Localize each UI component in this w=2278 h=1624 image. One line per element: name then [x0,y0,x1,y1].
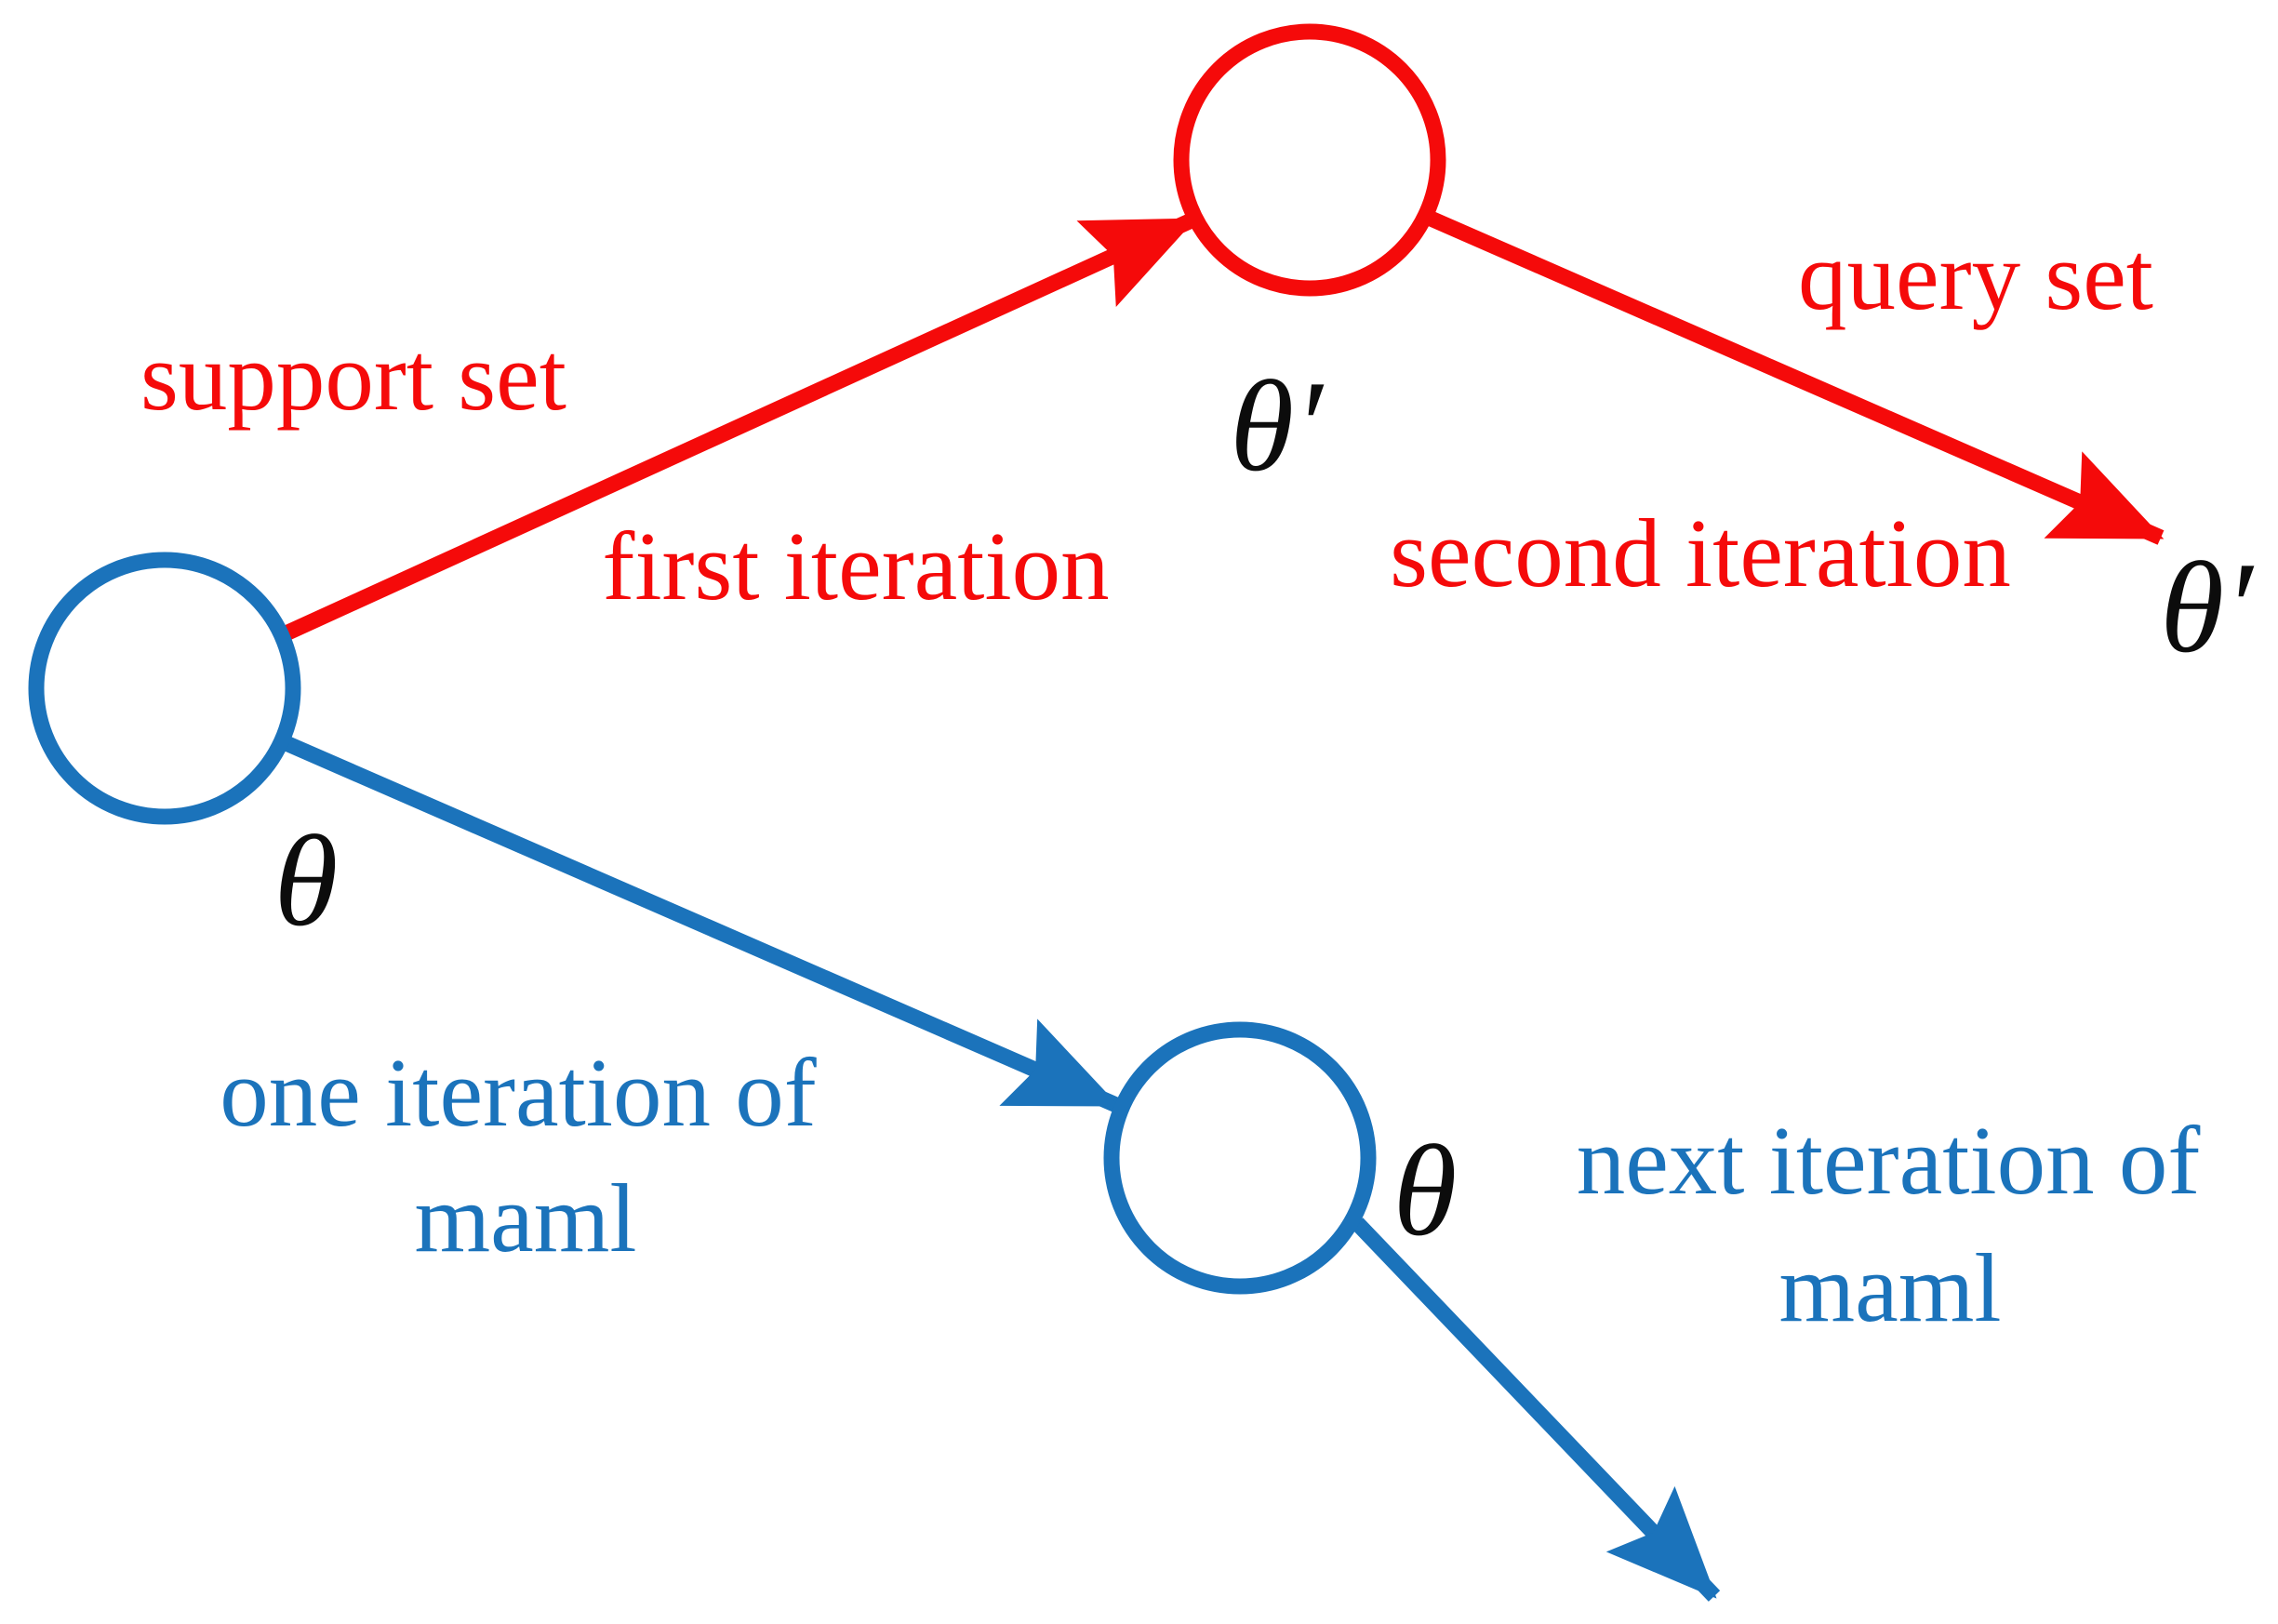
next-iteration-label-line2: maml [1778,1233,2001,1342]
first-iteration-label: first iteration [602,512,1109,620]
one-iteration-arrow [278,734,1120,1112]
initial-theta-node [28,552,301,825]
next-theta-node [1103,1021,1377,1295]
next-iteration-label-line1: next iteration of [1577,1106,2201,1215]
adapted-theta-node [1173,23,1446,297]
one-iteration-label-line1: one iteration of [220,1038,816,1147]
query-set-arrow [1425,210,2165,545]
theta-prime-label-final: θ′ [2160,536,2255,680]
next-iteration-arrow [1351,1218,1721,1602]
one-iteration-label-line2: maml [414,1164,636,1272]
theta-label-initial: θ [274,809,339,953]
query-set-label: query set [1798,221,2153,330]
support-set-arrow [278,212,1197,643]
theta-label-next: θ [1393,1119,1458,1263]
support-set-label: support set [140,322,566,431]
theta-prime-label-adapted: θ′ [1230,354,1325,499]
second-iteration-label: second iteration [1390,499,2011,607]
